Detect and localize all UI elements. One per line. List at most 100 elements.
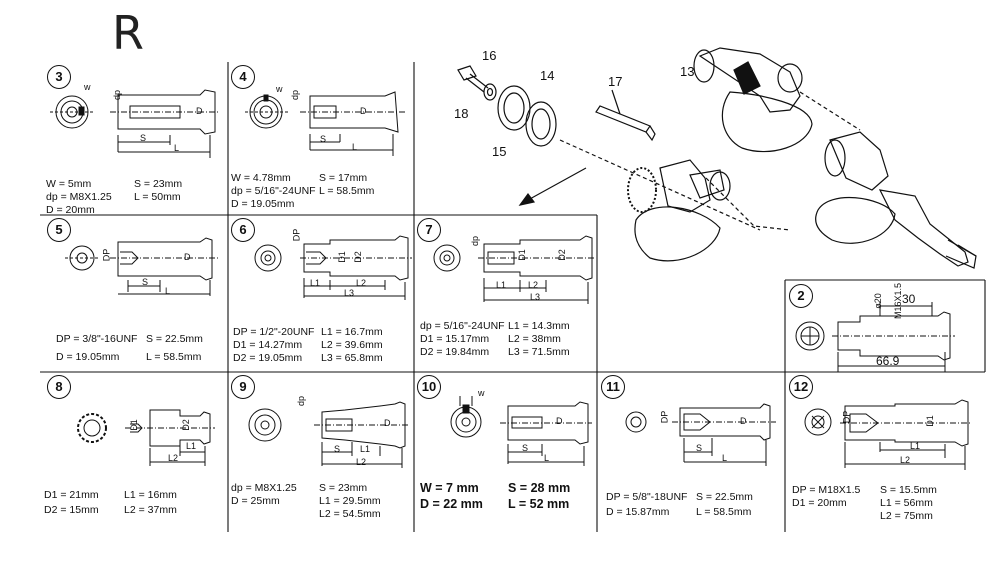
dim-mark-12-dp: DP <box>841 410 852 424</box>
shaft-end-drawing-11 <box>625 403 776 466</box>
dim-mark-4-d: D <box>360 106 367 116</box>
dim-mark-11-l: L <box>722 453 728 463</box>
spec-row: D = 20mm <box>46 204 182 217</box>
dim-mark-3-w: w <box>84 82 91 92</box>
spec-cell: S = 17mm <box>319 172 368 184</box>
dim-mark-9-l2: L2 <box>356 457 367 467</box>
dim-mark-8-l1: L1 <box>186 441 197 451</box>
dim-mark-8-d1: D1 <box>128 419 139 431</box>
panel-number-7: 7 <box>417 218 441 242</box>
spec-cell: D2 = 19.05mm <box>233 352 303 364</box>
spec-cell: D = 15.87mm <box>606 506 670 518</box>
panel-number-5: 5 <box>47 218 71 242</box>
spec-row: D1 = 20mm L1 = 56mm <box>792 497 937 510</box>
spec-cell: dp = 5/16"-24UNF <box>231 185 316 197</box>
spec-cell: W = 5mm <box>46 178 92 190</box>
dim-mark-6-dp: DP <box>291 228 302 242</box>
shaft-end-drawing-7 <box>433 235 596 304</box>
dim-mark-11-dp: DP <box>659 410 670 424</box>
shaft-end-drawing-5 <box>65 237 218 296</box>
callout-18: 18 <box>454 106 469 121</box>
dim-mark-8-l2: L2 <box>168 453 179 463</box>
shaft-end-drawing-6 <box>254 235 412 300</box>
dim-mark-11-d: D <box>740 416 747 426</box>
spec-cell: dp = M8X1.25 <box>231 482 297 494</box>
callout-14: 14 <box>540 68 555 83</box>
spec-cell: L1 = 16.7mm <box>321 326 383 338</box>
dim-mark-4-s: S <box>320 134 327 144</box>
spec-cell: D1 = 20mm <box>792 497 847 509</box>
shaft-end-drawing-10 <box>450 396 592 466</box>
dim-mark-11-s: S <box>696 443 703 453</box>
dim-mark-6-d1: D1 <box>336 251 347 263</box>
dim-mark-9-s: S <box>334 444 341 454</box>
dim-mark-8-d2: D2 <box>180 419 191 431</box>
panel-number-9: 9 <box>231 375 255 399</box>
shaft-end-drawing-3 <box>50 89 220 158</box>
dim-mark-5-l: L <box>165 286 171 296</box>
dim-mark-10-w: w <box>478 388 485 398</box>
spec-cell: D = 22 mm <box>420 497 483 511</box>
section-letter: R <box>112 6 144 60</box>
callout-15: 15 <box>492 144 507 159</box>
panel-number-3: 3 <box>47 65 71 89</box>
panel-number-11: 11 <box>601 375 625 399</box>
spec-cell: L1 = 16mm <box>124 489 177 501</box>
dim-mark-10-s: S <box>522 443 529 453</box>
dim-mark-9-dp: dp <box>296 395 307 407</box>
spec-cell: S = 28 mm <box>508 481 571 495</box>
spec-cell: S = 22.5mm <box>696 491 753 503</box>
spec-row: D = 19.05mm <box>231 198 374 211</box>
callout-17: 17 <box>608 74 623 89</box>
panel-number-4: 4 <box>231 65 255 89</box>
dim-mark-10-d: D <box>556 416 563 426</box>
spec-cell: L3 = 71.5mm <box>508 346 570 358</box>
dim-mark-5-d: D <box>184 252 191 262</box>
spec-cell: L1 = 56mm <box>880 497 933 509</box>
spec-cell: L = 58.5mm <box>319 185 375 197</box>
spec-cell: L = 58.5mm <box>146 351 202 363</box>
spec-cell: L2 = 38mm <box>508 333 561 345</box>
spec-cell: L1 = 14.3mm <box>508 320 570 332</box>
shaft-end-drawing-2 <box>795 302 955 372</box>
panel-number-6: 6 <box>231 218 255 242</box>
spec-cell: D = 19.05mm <box>56 351 120 363</box>
dim-mark-6-l1: L1 <box>310 278 321 288</box>
spec-cell: D1 = 15.17mm <box>420 333 490 345</box>
dim-mark-3-s: S <box>140 133 147 143</box>
dim-mark-9-l1: L1 <box>360 444 371 454</box>
panel-number-12: 12 <box>789 375 813 399</box>
shaft-end-drawing-9 <box>248 401 410 468</box>
spec-cell: DP = 1/2"-20UNF <box>233 326 315 338</box>
callout-16: 16 <box>482 48 497 63</box>
callout-13: 13 <box>680 64 695 79</box>
panel-grid-lines <box>40 62 986 532</box>
dim-mark-5-dp: DP <box>101 248 112 262</box>
spec-cell: D = 25mm <box>231 495 280 507</box>
spec-cell: D1 = 14.27mm <box>233 339 303 351</box>
dim-mark-3-l: L <box>174 143 180 153</box>
dim-mark-6-l2: L2 <box>356 278 367 288</box>
spec-cell: DP = 3/8"-16UNF <box>56 333 138 345</box>
dim-2-length-30: 30 <box>902 292 916 306</box>
dim-mark-4-w: w <box>276 84 283 94</box>
dim-mark-5-s: S <box>142 277 149 287</box>
